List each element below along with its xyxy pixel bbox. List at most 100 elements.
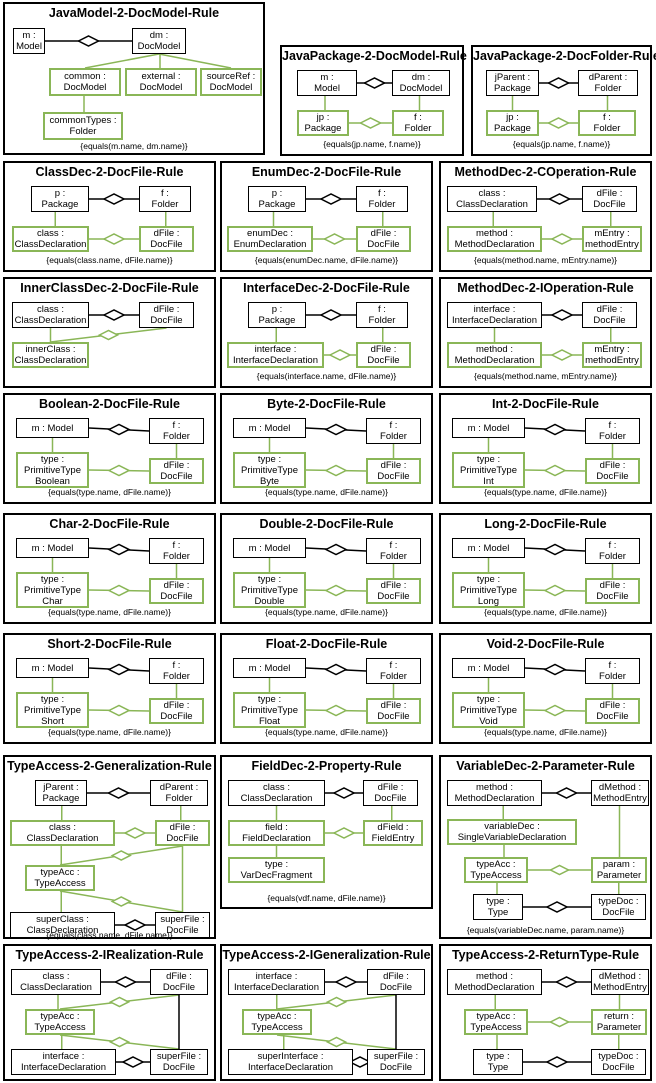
node-label-line: m : Model xyxy=(248,422,291,434)
object-node: jParent :Package xyxy=(486,70,539,96)
object-node: dFile :DocFile xyxy=(356,226,411,252)
correspondence-diamond xyxy=(328,349,352,361)
correspondence-link xyxy=(537,193,582,205)
object-node: interface :InterfaceDeclaration xyxy=(227,342,324,368)
node-label-line: f : xyxy=(608,660,617,671)
node-label-line: p : xyxy=(271,188,283,199)
rule-links xyxy=(59,787,184,931)
object-node: f :Folder xyxy=(356,302,408,328)
object-node: dMethod :MethodEntry xyxy=(591,780,649,806)
object-node: dm :DocModel xyxy=(132,28,186,54)
node-label-line: MethodDeclaration xyxy=(454,793,535,804)
node-label-line: typeDoc : xyxy=(598,1051,639,1062)
object-node: variableDec :SingleVariableDeclaration xyxy=(447,819,577,845)
correspondence-diamond xyxy=(319,193,343,205)
object-node: innerClass :ClassDeclaration xyxy=(12,342,89,368)
node-label-line: dFile : xyxy=(153,304,180,315)
object-node: m : Model xyxy=(233,418,306,438)
node-label-line: PrimitiveType xyxy=(23,464,81,476)
object-node: typeAcc :TypeAccess xyxy=(464,857,528,883)
node-label-line: interface : xyxy=(42,1051,85,1062)
node-label-line: MethodEntry xyxy=(593,793,647,804)
object-node: f :Folder xyxy=(366,418,421,444)
object-node: typeAcc :TypeAccess xyxy=(464,1009,528,1035)
correspondence-link xyxy=(542,349,582,361)
rule-links xyxy=(496,787,621,913)
rule-title: Double-2-DocFile-Rule xyxy=(259,517,394,531)
correspondence-link xyxy=(305,423,367,436)
node-label-line: Folder xyxy=(599,431,626,442)
object-node: class :ClassDeclaration xyxy=(12,302,89,328)
correspondence-diamond xyxy=(362,77,387,89)
node-label-line: Package xyxy=(41,199,79,210)
node-label-line: class : xyxy=(263,782,290,793)
node-label-line: Boolean xyxy=(35,475,70,487)
correspondence-link xyxy=(306,309,356,321)
node-label-line: Folder xyxy=(165,793,193,804)
node-label-line: type : xyxy=(257,453,282,465)
rule-links xyxy=(272,193,384,245)
object-node: dFile :DocFile xyxy=(366,698,421,724)
object-node: f :Folder xyxy=(366,658,421,684)
correspondence-link xyxy=(313,233,356,245)
node-label-line: Short xyxy=(41,715,64,727)
object-node: type :Type xyxy=(473,894,523,920)
correspondence-link xyxy=(115,919,155,931)
node-label-line: DocModel xyxy=(139,82,183,93)
node-label-line: method : xyxy=(476,782,513,793)
node-label-line: m : Model xyxy=(467,422,510,434)
correspondence-diamond xyxy=(107,704,131,717)
object-node: m : Model xyxy=(452,538,525,558)
correspondence-diamond xyxy=(107,663,131,676)
object-node: f :Folder xyxy=(139,186,191,212)
rule-title: MethodDec-2-IOperation-Rule xyxy=(457,281,634,295)
object-node: f :Folder xyxy=(578,110,636,136)
node-label-line: superFile : xyxy=(373,1051,419,1062)
correspondence-diamond xyxy=(358,117,383,129)
node-label-line: dFile : xyxy=(380,580,407,591)
node-label-line: type : xyxy=(476,693,501,705)
object-node: dFile :DocFile xyxy=(149,698,204,724)
node-label-line: DocFile xyxy=(602,1062,635,1073)
node-label-line: p : xyxy=(54,188,66,199)
node-label-line: Folder xyxy=(380,671,407,682)
reference-link xyxy=(59,994,180,1010)
node-label-line: DocFile xyxy=(593,199,626,210)
rule-links xyxy=(268,663,395,717)
node-label-line: dFile : xyxy=(599,580,626,591)
correspondence-diamond xyxy=(546,77,571,89)
reference-link xyxy=(158,53,232,69)
correspondence-link xyxy=(542,309,582,321)
rule-title: Long-2-DocFile-Rule xyxy=(484,517,607,531)
correspondence-diamond xyxy=(108,996,131,1008)
correspondence-link xyxy=(357,77,392,89)
node-label-line: methodEntry xyxy=(585,355,639,366)
rule-constraint: {equals(type.name, dFile.name)} xyxy=(265,487,388,497)
node-label-line: InterfaceDeclaration xyxy=(451,315,538,326)
correspondence-link xyxy=(88,584,150,597)
node-label-line: type : xyxy=(257,573,282,585)
object-node: m : Model xyxy=(16,538,89,558)
rule-links xyxy=(275,787,393,857)
correspondence-diamond xyxy=(325,1036,348,1048)
correspondence-link xyxy=(115,827,155,839)
object-node: p :Package xyxy=(248,186,306,212)
rule-links xyxy=(492,193,612,245)
object-node: interface :InterfaceDeclaration xyxy=(228,969,325,995)
object-node: dFile :DocFile xyxy=(366,458,421,484)
object-node: f :Folder xyxy=(149,538,204,564)
correspondence-diamond xyxy=(543,543,567,556)
node-label-line: MethodDeclaration xyxy=(454,239,535,250)
node-label-line: f : xyxy=(378,188,386,199)
node-label-line: DocFile xyxy=(596,591,629,602)
rule-title: TypeAccess-2-IRealization-Rule xyxy=(15,948,204,962)
node-label-line: DocFile xyxy=(593,315,626,326)
node-label-line: PrimitiveType xyxy=(240,584,298,596)
rule-constraint: {equals(type.name, dFile.name)} xyxy=(48,607,171,617)
